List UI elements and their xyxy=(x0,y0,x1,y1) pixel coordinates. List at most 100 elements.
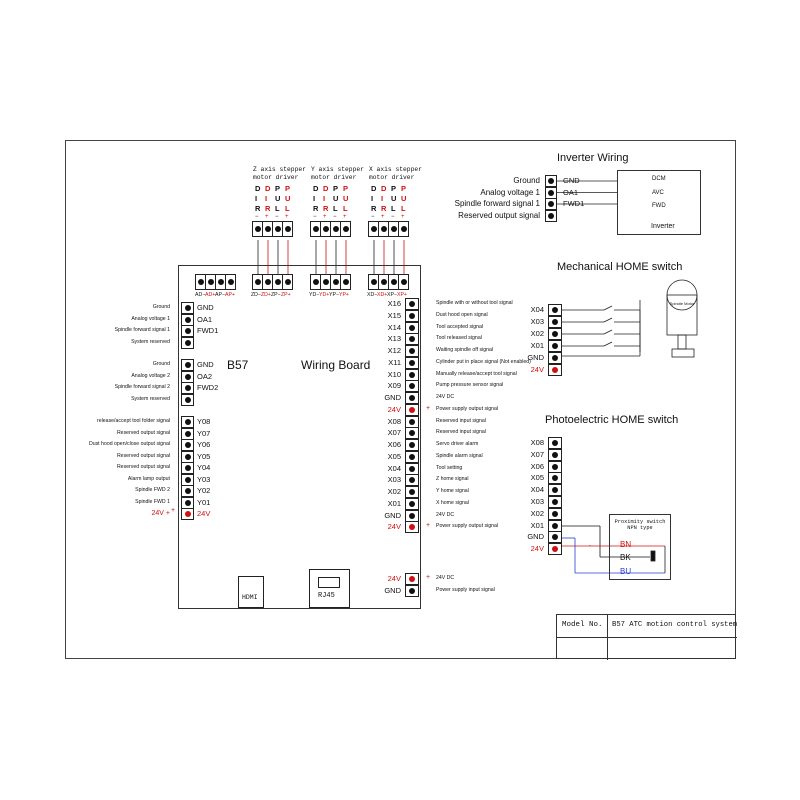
left-pin-desc: Spindle forward signal 1 xyxy=(114,327,170,333)
driver-letter: L xyxy=(391,204,396,213)
board-driver-terminal-dot xyxy=(380,279,387,285)
right-pin-desc: Pump pressure sensor signal xyxy=(436,382,504,389)
right-pin-desc: Y home signal xyxy=(436,488,469,494)
right-pin-dot xyxy=(409,324,415,331)
a-axis-label: AD− xyxy=(195,292,206,298)
driver-letter: P xyxy=(391,184,397,193)
driver-letter: R xyxy=(323,204,329,213)
inverter-pin-dot xyxy=(548,201,554,207)
mech-pin-dot xyxy=(552,355,558,361)
left-pin-dot xyxy=(184,442,191,448)
driver-letter: L xyxy=(275,204,280,213)
driver-bottom-label: ZP+ xyxy=(281,292,291,298)
driver-letter: U xyxy=(285,194,291,203)
board-driver-terminal-dot xyxy=(322,279,329,285)
right-pin-dot xyxy=(409,489,415,495)
board-driver-terminal-dot xyxy=(284,279,291,285)
driver-terminal-dot xyxy=(332,226,339,232)
board-driver-terminal-dot xyxy=(342,279,349,285)
driver-bottom-label: XP+ xyxy=(397,292,407,298)
mech-pin-label: X01 xyxy=(530,341,544,350)
driver-bottom-label: XD+ xyxy=(377,292,388,298)
left-pin-dot xyxy=(184,511,191,517)
rj45-socket xyxy=(318,577,340,588)
title-block-rule xyxy=(557,637,737,638)
driver-letter: R xyxy=(255,204,261,213)
right-pin-desc: Servo driver alarm xyxy=(436,441,479,447)
board-driver-terminal-dot xyxy=(332,279,339,285)
driver-letter: D xyxy=(313,184,319,193)
driver-sign: + xyxy=(381,214,385,220)
driver-letter: P xyxy=(401,184,407,193)
left-pin-desc: Spindle FWD 1 xyxy=(135,498,170,505)
inverter-avc: AVC xyxy=(652,190,664,196)
right-pin-dot xyxy=(409,442,415,448)
mech-switch xyxy=(603,305,613,311)
driver-bottom-label: YD− xyxy=(309,292,320,298)
right-pin-label: X08 xyxy=(387,416,401,426)
inverter-desc: Reserved output signal xyxy=(458,210,540,220)
mech-pin-dot xyxy=(552,343,558,349)
photo-pin-dot xyxy=(552,463,558,470)
right-pin-desc: Tool setting xyxy=(436,464,463,471)
photo-pin-dot xyxy=(552,499,558,505)
driver-sign: + xyxy=(401,214,405,220)
sensor-diode xyxy=(650,550,656,562)
photo-pin-label: X04 xyxy=(530,485,544,495)
left-pin-label: Y03 xyxy=(197,474,211,484)
inverter-pin-label: OA1 xyxy=(563,187,579,197)
right-pin-label: X13 xyxy=(387,334,401,344)
left-pin-dot xyxy=(184,316,191,323)
inverter-pin-dot xyxy=(548,189,554,196)
photo-pin-label: X08 xyxy=(530,438,544,447)
plus-sign: + xyxy=(426,522,431,530)
wire-bk-label: BK xyxy=(620,553,631,562)
driver-sign: − xyxy=(313,214,317,220)
right-pin-label: X12 xyxy=(387,346,401,355)
spindle-collet xyxy=(671,348,695,358)
photo-pin-dot xyxy=(552,522,558,529)
photo-pin-dot xyxy=(552,510,558,517)
photo-pin-dot xyxy=(552,534,558,541)
left-pin-desc: Ground xyxy=(152,304,170,310)
right-pin-desc: Dust hood open signal xyxy=(436,311,488,318)
right-pin-label: X04 xyxy=(387,463,401,473)
mech-pin-dot xyxy=(552,307,558,313)
left-pin-desc: Spindle forward signal 2 xyxy=(114,384,170,390)
driver-sign: + xyxy=(285,214,289,220)
board-driver-terminal-dot xyxy=(400,279,407,285)
right-pin-dot xyxy=(409,301,415,307)
right-pin-desc: Cylinder put in place signal (Not enable… xyxy=(436,358,531,365)
driver-letter: U xyxy=(391,194,397,203)
spindle-motor-label: Spindle Motor xyxy=(669,301,695,306)
model-no-label: Model No. xyxy=(562,621,603,629)
a-axis-terminal-dot xyxy=(197,279,204,285)
inverter-pin-label: GND xyxy=(563,176,580,185)
driver-letter: I xyxy=(313,194,316,203)
left-pin-label: FWD2 xyxy=(197,383,219,392)
driver-terminal-dot xyxy=(284,226,291,232)
mechanical-home-title: Mechanical HOME switch xyxy=(557,261,683,273)
rj45-label: RJ45 xyxy=(318,592,335,600)
right-pin-desc: Reserved input signal xyxy=(436,429,486,436)
photo-pin-label: X01 xyxy=(530,520,544,530)
driver-sign: − xyxy=(333,214,337,220)
right-pin-label: GND xyxy=(384,510,401,520)
driver-letter: P xyxy=(343,184,349,193)
left-pin-label: Y04 xyxy=(197,463,211,472)
mech-pin-dot xyxy=(552,331,558,337)
mech-switch xyxy=(603,317,613,323)
driver-sign: + xyxy=(343,214,347,220)
driver-terminal-dot xyxy=(390,226,397,232)
inverter-pin-dot xyxy=(548,178,554,184)
driver-terminal-dot xyxy=(254,226,261,232)
left-pin-dot xyxy=(184,499,191,506)
right-pin-desc: Spindle with or without tool signal xyxy=(436,300,513,306)
board-driver-terminal-dot xyxy=(274,279,281,285)
driver-bottom-label: YP− xyxy=(329,292,339,298)
driver-letter: R xyxy=(371,204,377,213)
right-pin-label: 24V xyxy=(387,522,401,532)
mech-pin-label: GND xyxy=(527,353,544,362)
right-pin-dot xyxy=(409,348,415,354)
right-pin-label: X06 xyxy=(387,440,401,449)
